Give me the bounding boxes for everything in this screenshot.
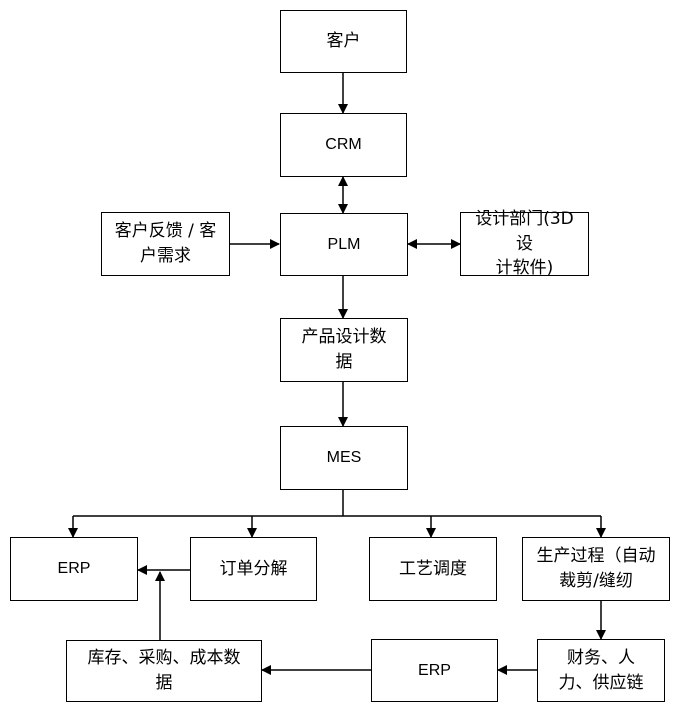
node-customer: 客户 [280, 10, 407, 73]
node-finance-hr-supply: 财务、人 力、供应链 [537, 639, 665, 702]
node-plm: PLM [280, 213, 408, 276]
node-order-breakdown: 订单分解 [190, 537, 317, 601]
node-design-department: 设计部门(3D设 计软件) [460, 209, 589, 278]
node-customer-feedback: 客户反馈 / 客 户需求 [101, 212, 230, 276]
node-product-design-data: 产品设计数 据 [280, 318, 408, 382]
node-inventory-data: 库存、采购、成本数 据 [66, 640, 262, 702]
node-erp-left: ERP [10, 537, 138, 601]
node-erp-bottom: ERP [371, 639, 498, 702]
node-production-process: 生产过程（自动 裁剪/缝纫 [522, 537, 670, 601]
node-process-scheduling: 工艺调度 [369, 537, 497, 601]
node-mes: MES [280, 426, 408, 490]
node-crm: CRM [280, 113, 407, 177]
